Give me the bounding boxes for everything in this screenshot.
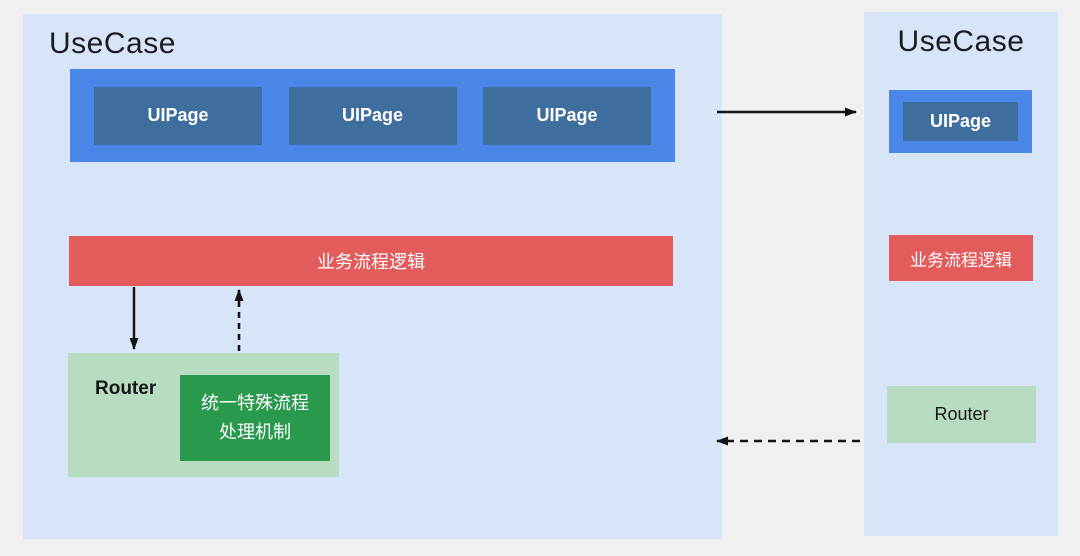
uipage-box: UIPage	[94, 86, 262, 145]
usecase-panel-left: UseCase UIPage UIPage UIPage 业务流程逻辑 Rout…	[23, 14, 722, 539]
usecase-panel-right: UseCase UIPage 业务流程逻辑 Router	[864, 12, 1058, 536]
uipage-box: UIPage	[903, 102, 1018, 141]
special-flow-line1: 统一特殊流程	[201, 393, 309, 413]
uipage-box: UIPage	[288, 86, 457, 145]
usecase-title-right: UseCase	[897, 25, 1025, 58]
business-logic-bar-left: 业务流程逻辑	[69, 236, 673, 286]
special-flow-line2: 处理机制	[219, 422, 291, 442]
special-flow-box: 统一特殊流程 处理机制	[180, 375, 330, 461]
router-label-left: Router	[95, 378, 157, 399]
uipages-container-right: UIPage	[889, 90, 1032, 153]
router-group-left: Router 统一特殊流程 处理机制	[68, 353, 339, 477]
uipages-container-left: UIPage UIPage UIPage	[70, 69, 675, 162]
router-box-right: Router	[887, 386, 1036, 443]
uipage-box: UIPage	[483, 86, 651, 145]
usecase-title-left: UseCase	[49, 27, 176, 60]
business-logic-bar-right: 业务流程逻辑	[889, 235, 1033, 281]
